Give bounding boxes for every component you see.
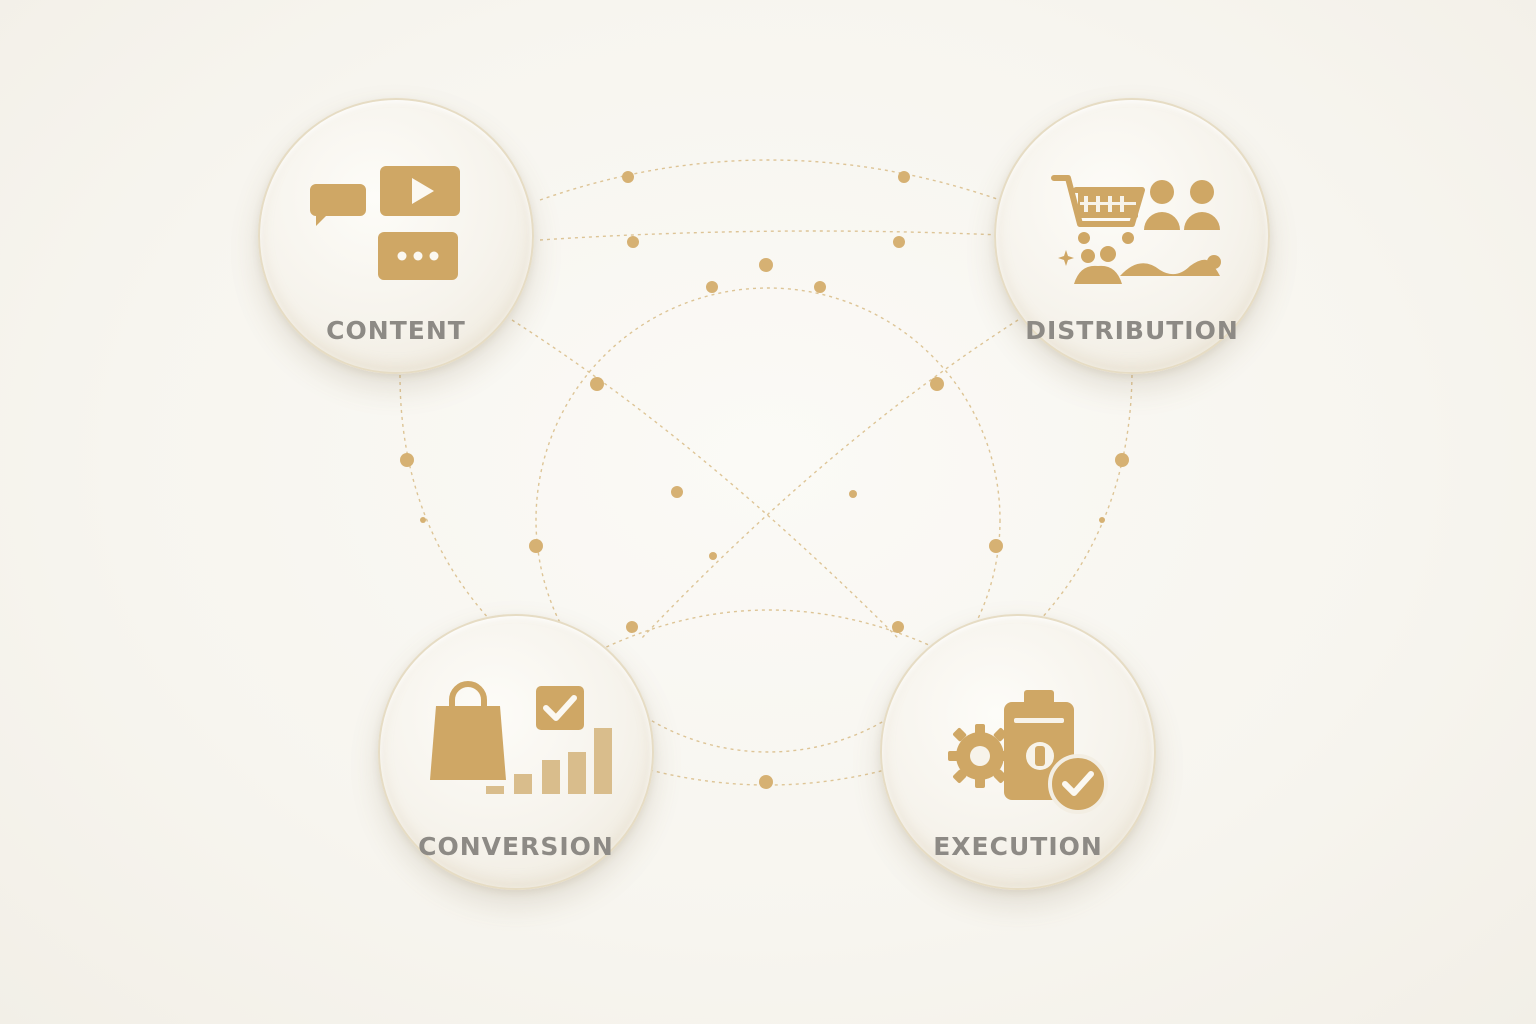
dot — [671, 486, 683, 498]
dot — [989, 539, 1003, 553]
dot — [1115, 453, 1129, 467]
arc-right-outer — [1039, 374, 1133, 621]
conversion-bag-chart-icon — [430, 681, 612, 794]
arc-left-outer — [399, 374, 491, 621]
central-ring — [535, 287, 1001, 753]
node-distribution-label: DISTRIBUTION — [1025, 316, 1239, 345]
node-content[interactable]: CONTENT — [258, 98, 534, 374]
dot — [626, 621, 638, 633]
dot — [893, 236, 905, 248]
dot — [627, 236, 639, 248]
dot — [420, 517, 426, 523]
arc-top-inner — [539, 230, 1001, 241]
dot — [709, 552, 717, 560]
execution-gear-clipboard-icon — [948, 690, 1108, 814]
arc-top-outer — [539, 159, 1001, 201]
dot — [892, 621, 904, 633]
dot — [930, 377, 944, 391]
dot — [1099, 517, 1105, 523]
dot — [400, 453, 414, 467]
node-execution[interactable]: EXECUTION — [880, 614, 1156, 890]
dot — [622, 171, 634, 183]
dot — [529, 539, 543, 553]
dot — [898, 171, 910, 183]
arc-bottom-outer — [649, 769, 886, 786]
distribution-cart-people-icon — [1051, 175, 1221, 284]
dot — [814, 281, 826, 293]
node-conversion[interactable]: CONVERSION — [378, 614, 654, 890]
dot — [849, 490, 857, 498]
node-execution-label: EXECUTION — [933, 832, 1103, 861]
dot — [759, 258, 773, 272]
network-dots — [400, 171, 1129, 789]
dot — [706, 281, 718, 293]
cross-distribution-conversion — [639, 319, 1019, 641]
dot — [590, 377, 604, 391]
node-distribution[interactable]: DISTRIBUTION — [994, 98, 1270, 374]
dot — [759, 775, 773, 789]
cross-content-execution — [511, 319, 901, 641]
node-conversion-label: CONVERSION — [418, 832, 614, 861]
arc-bottom-inner — [599, 609, 941, 651]
content-media-icon — [310, 166, 460, 280]
node-content-label: CONTENT — [326, 316, 466, 345]
